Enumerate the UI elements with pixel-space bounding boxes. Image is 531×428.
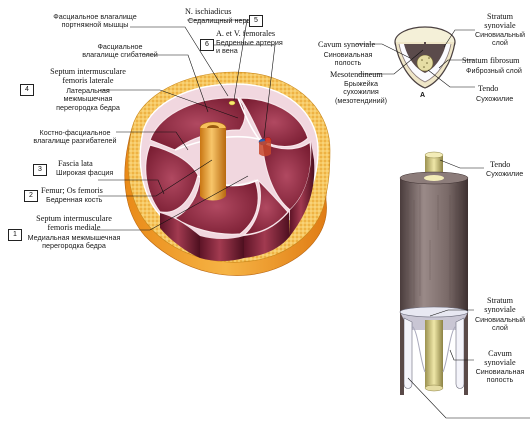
thigh-cross-section (124, 71, 331, 276)
label-fascia-sartorius: Фасциальное влагалище портняжной мышцы (53, 12, 137, 30)
label-tendo-ru: Сухожилие (486, 169, 524, 178)
label-tendo-top-lat: Tendo (478, 84, 499, 93)
label-vessels-ru: Бедренные артерия и вена (216, 38, 283, 56)
label-septum-medial-lat: Septum intermusculare femoris mediale (36, 214, 112, 232)
label-stratum-fibrosum-ru: Фиброзный слой (466, 66, 522, 75)
number-badge-1: 1 (8, 229, 22, 241)
label-n-ischiadicus-lat: N. ischiadicus (185, 7, 232, 16)
leader-lines-section (94, 19, 276, 231)
label-fascia-extensors: Костно-фасциальное влагалище разгибателе… (33, 128, 117, 146)
number-badge-3: 3 (33, 164, 47, 176)
label-stratum-synoviale-top-ru: Синовиальный слой (474, 30, 526, 48)
label-tendo-top-ru: Сухожилие (476, 94, 514, 103)
label-septum-lateral-lat: Septum intermusculare femoris laterale (50, 67, 126, 85)
label-septum-medial-ru: Медиальная межмышечная перегородка бедра (27, 233, 121, 251)
label-tendo-lat: Tendo (490, 160, 511, 169)
leader-lines-tendon-section (356, 29, 475, 88)
label-stratum-synoviale-top-lat: Stratum synoviale (484, 12, 516, 30)
label-mesotendineum-lat: Mesotendineum (330, 70, 383, 79)
label-fascia-lata-lat: Fascia lata (58, 159, 93, 168)
number-badge-6: 6 (200, 39, 214, 51)
number-badge-5: 5 (249, 15, 263, 27)
label-cavum-synoviale-top-lat: Cavum synoviale (318, 40, 376, 49)
label-stratum-fibrosum-lat: Stratum fibrosum (462, 56, 520, 65)
number-badge-4: 4 (20, 84, 34, 96)
label-n-ischiadicus-ru: Седалищный нерв (188, 16, 251, 25)
tendon-sheath-longitudinal (399, 151, 469, 395)
number-badge-2: 2 (24, 190, 38, 202)
label-femur-lat: Femur; Os femoris (41, 186, 103, 195)
figure-letter-a: A (420, 92, 426, 99)
leader-lines-sheath (407, 159, 530, 419)
label-cavum-synoviale-lat: Cavum synoviale (484, 349, 516, 367)
tendon-cross-section (394, 26, 456, 89)
label-cavum-synoviale-ru: Синовиальная полость (475, 367, 525, 385)
label-vessels-lat: A. et V. femorales (216, 29, 276, 38)
label-stratum-synoviale-lat: Stratum synoviale (484, 296, 516, 314)
label-septum-lateral-ru: Латеральная межмышечная перегородка бедр… (56, 86, 120, 112)
label-stratum-synoviale-ru: Синовиальный слой (474, 315, 526, 333)
label-fascia-lata-ru: Широкая фасция (56, 168, 114, 177)
label-femur-ru: Бедренная кость (46, 195, 103, 204)
label-fascia-flexors: Фасциальное влагалище сгибателей (82, 42, 158, 60)
label-cavum-synoviale-top-ru: Синовиальная полость (323, 50, 373, 68)
label-mesotendineum-ru: Брыжейка сухожилия (мезотендиний) (334, 79, 387, 105)
